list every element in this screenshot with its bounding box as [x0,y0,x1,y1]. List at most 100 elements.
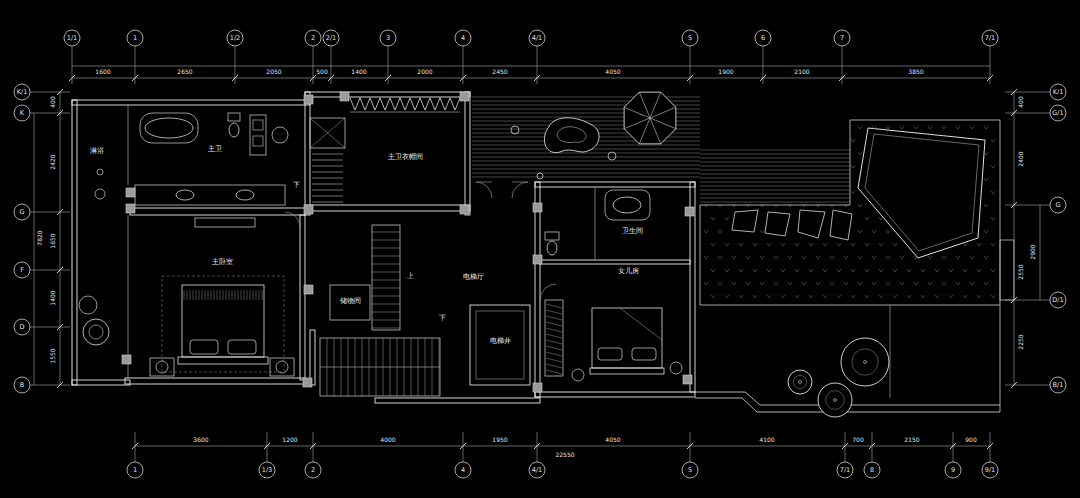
grass-mark [830,282,834,285]
planter [511,126,519,134]
room: 淋浴 [88,147,106,157]
tree [826,391,845,410]
dimension-text: 4100 [759,437,774,443]
room: 储物间 [338,297,363,307]
door-swing [476,182,492,198]
grid-bubble [227,30,243,46]
wall [375,398,540,403]
boundary [890,305,891,398]
grass-mark [816,282,820,285]
grid-axis-label: 5 [688,35,692,42]
deck-board [700,150,850,151]
wardrobe-hanging [546,346,562,350]
dimension-line [135,446,990,447]
wardrobe-hanging [546,340,562,344]
grass-mark [823,269,827,272]
grass-mark [858,230,862,233]
stair-tread [372,304,400,305]
grid-bubble [864,462,880,478]
bed-throw [223,290,224,300]
bed-throw [226,290,227,300]
drain [97,169,103,175]
bed-throw [217,290,218,300]
dimension-line [1014,92,1015,385]
room-name: 女儿房 [618,268,639,276]
grass-mark [872,282,876,285]
grass-mark [718,204,722,207]
grass-mark [984,230,988,233]
grass-mark [991,191,995,194]
grass-mark [879,217,883,220]
grass-mark [830,256,834,259]
deck-board [700,174,850,175]
grass-mark [746,256,750,259]
wardrobe-hanging [350,98,460,110]
grass-mark [858,282,862,285]
room: 女儿房 [616,267,641,277]
grid-axis-label: 2 [311,467,315,474]
dimension-tick [460,75,466,81]
grid-bubble [14,319,30,335]
grass-mark [991,139,995,142]
column [460,205,469,214]
grass-mark [914,282,918,285]
grass-mark [977,295,981,298]
grass-mark [991,295,995,298]
door-swing [512,182,528,198]
stepping-stone [732,210,758,232]
bed-throw [232,290,233,300]
stair-tread [312,154,343,155]
dimension-text: 2050 [266,69,281,75]
lawn [865,134,979,251]
grid-axis-label: B [20,382,24,389]
grass-mark [732,204,736,207]
dimension-tick [760,75,766,81]
wall [305,92,310,215]
dimension-tick [687,443,693,449]
grass-mark [914,126,918,129]
grid-axis-label: D/1 [1052,297,1063,304]
grass-mark [984,178,988,181]
deck-board [472,157,700,158]
column [126,204,135,213]
dimension-text: 22550 [555,452,574,458]
desk [195,218,255,227]
column [685,207,694,216]
bed-throw [229,290,230,300]
dimension-line [72,66,990,67]
grass-mark [893,269,897,272]
deck-board [700,194,850,195]
grass-mark [858,152,862,155]
stair-tread [372,296,400,297]
dimension-text: 2650 [177,69,192,75]
deck-board [700,154,850,155]
bed-throw [620,308,662,340]
grid-axis-label: G [1055,202,1060,209]
boundary [1000,305,1001,412]
grid-extension [1005,92,1050,93]
grid-bubble [127,462,143,478]
dimension-tick [57,209,63,215]
grid-extension [30,92,70,93]
grid-bubble [982,462,998,478]
grid-bubble [1050,84,1066,100]
grass-mark [823,243,827,246]
dimension-tick [57,110,63,116]
grid-bubble [305,30,321,46]
dimension-tick [385,75,391,81]
tree [818,383,852,417]
bed-throw [220,290,221,300]
grid-axis-label: 1/1 [67,35,77,42]
grass-mark [879,243,883,246]
grass-mark [893,243,897,246]
dimension-text: 2900 [1030,244,1036,259]
grass-mark [739,295,743,298]
grass-mark [725,269,729,272]
pillow [228,340,256,354]
wall [305,205,470,211]
umbrella-rib [624,118,650,129]
grass-mark [830,204,834,207]
dimension-tick [534,75,540,81]
grass-mark [928,256,932,259]
dimension-line [60,92,61,385]
